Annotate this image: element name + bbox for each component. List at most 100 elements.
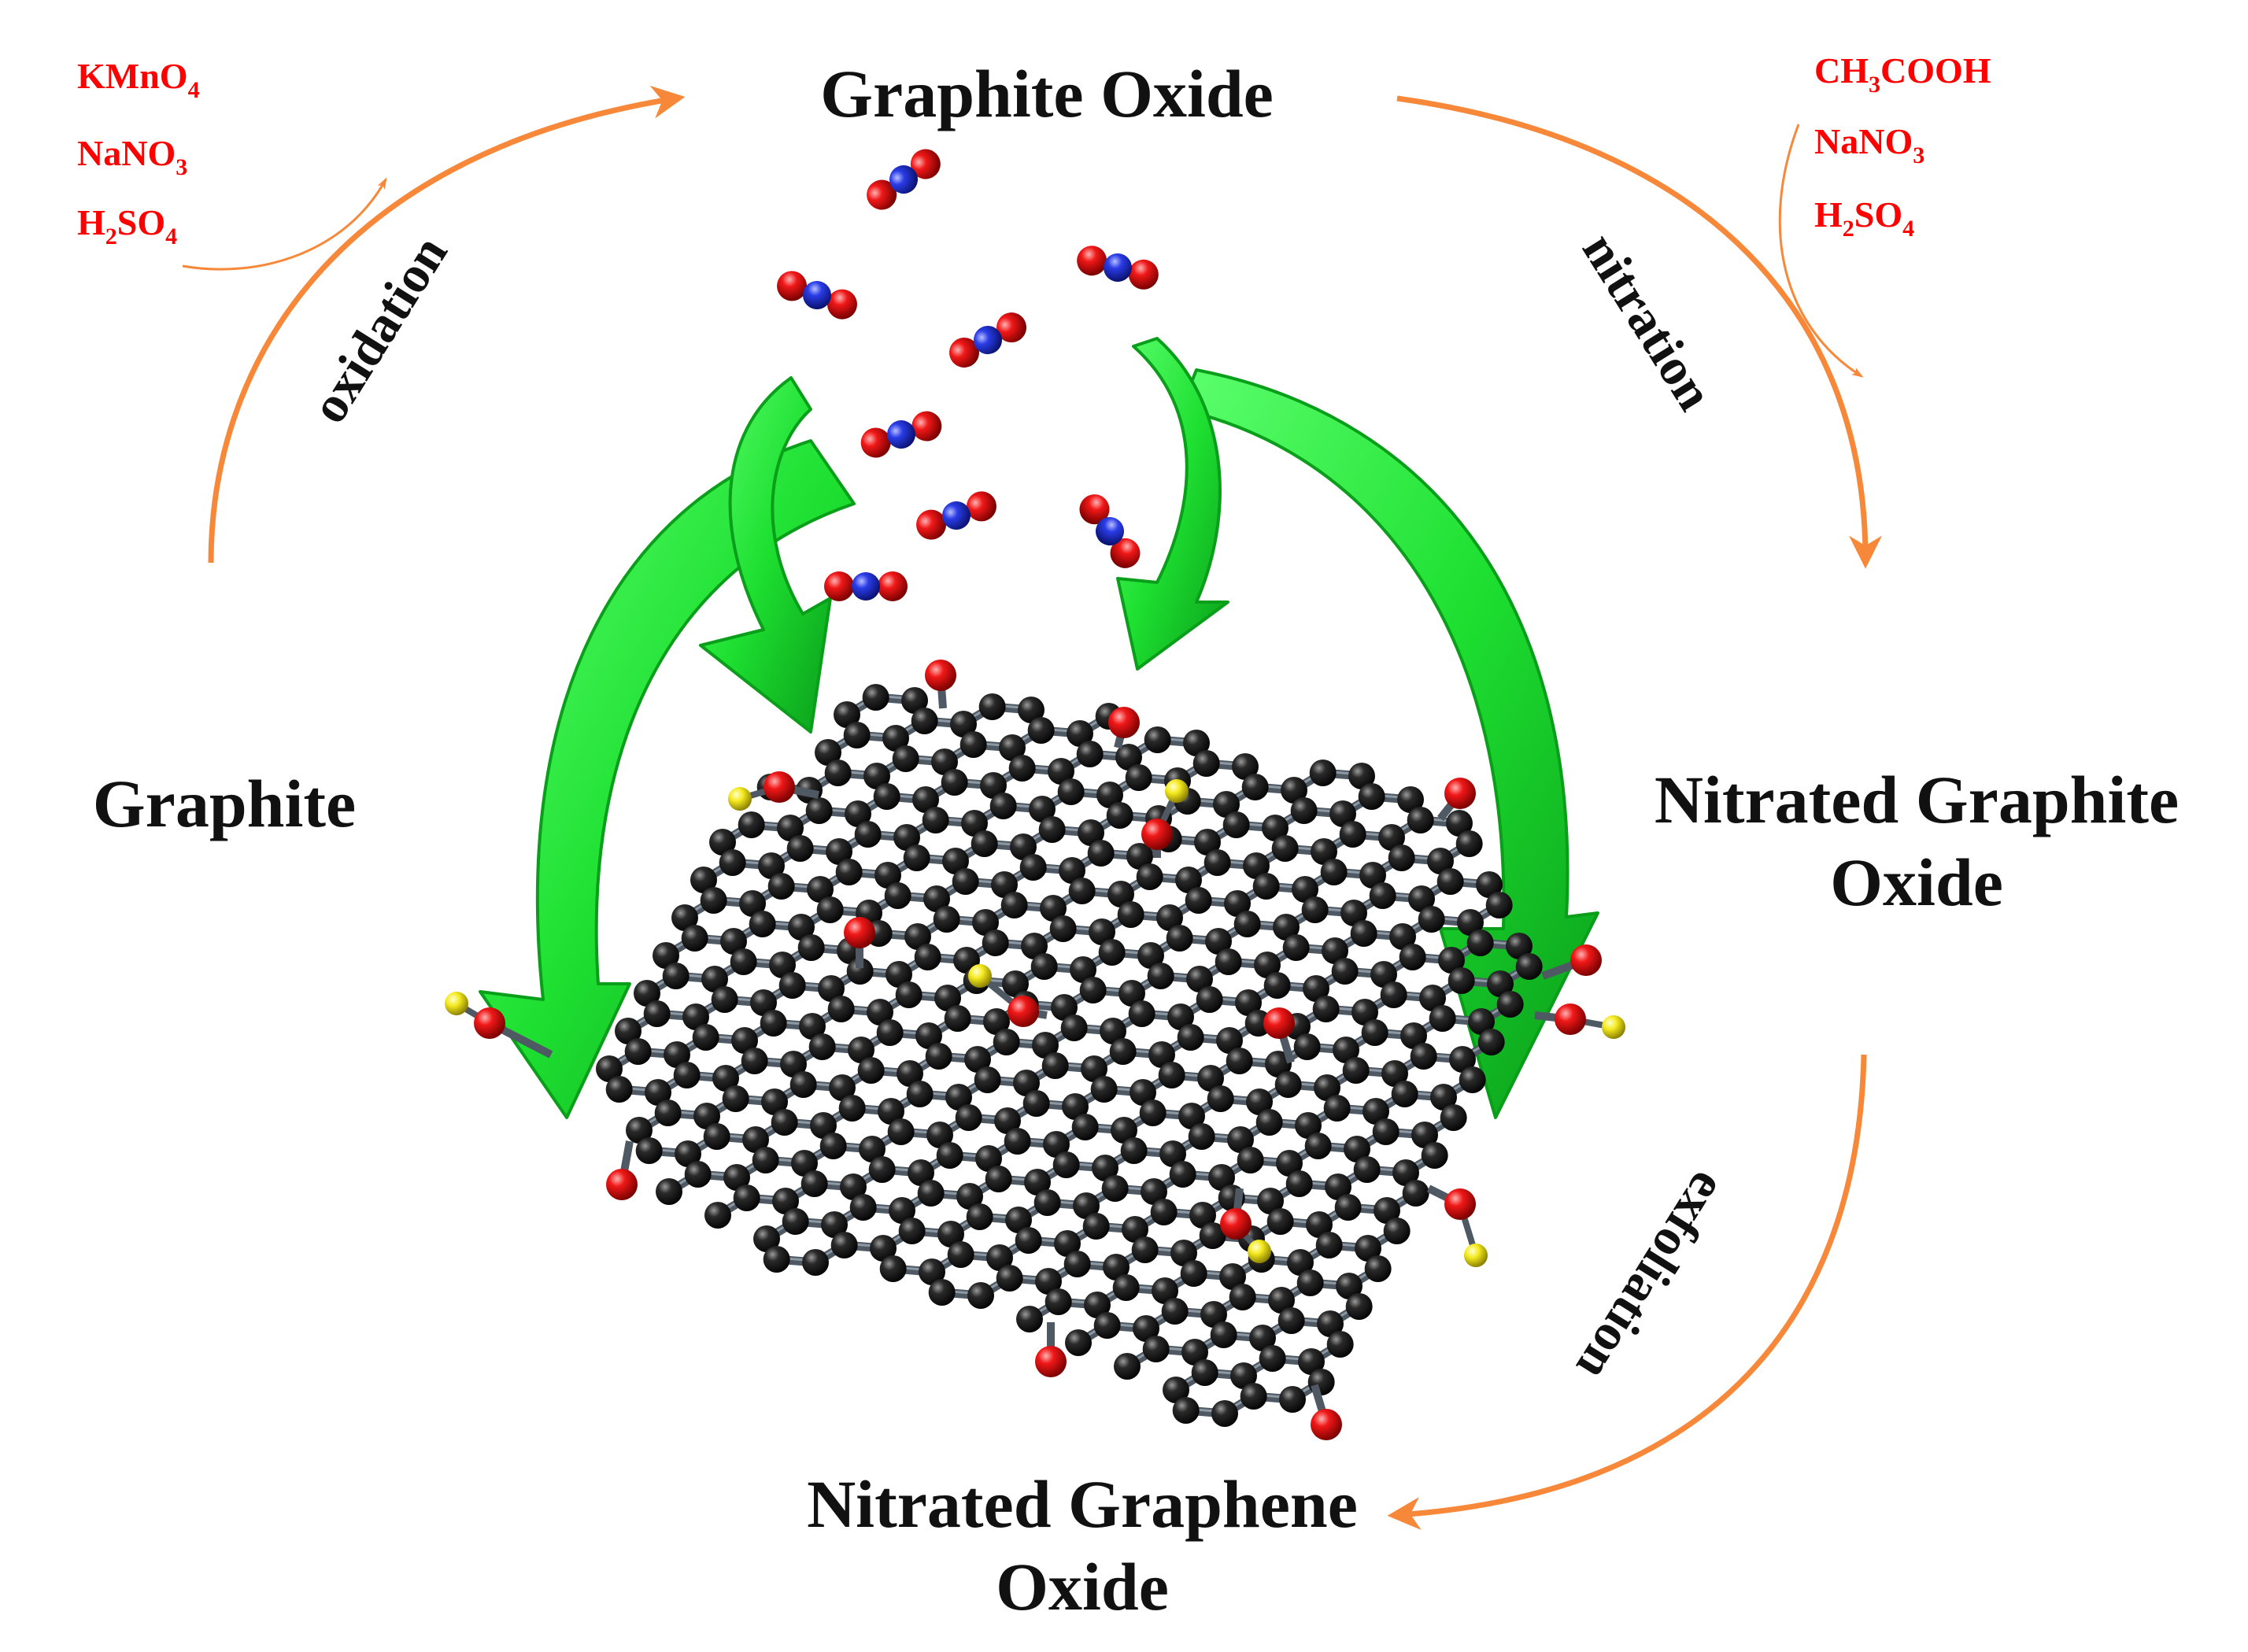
carbon-atom — [1255, 1109, 1283, 1136]
carbon-atom — [971, 830, 998, 857]
carbon-atom — [1207, 1085, 1234, 1112]
carbon-atom — [722, 1085, 749, 1112]
carbon-atom — [1205, 928, 1232, 955]
carbon-atom — [972, 909, 999, 936]
carbon-atom — [1148, 1041, 1175, 1068]
carbon-atom — [999, 734, 1026, 761]
carbon-atom — [1303, 975, 1329, 1002]
exfoliation-label: exfoliation — [1566, 1162, 1738, 1391]
carbon-atom — [912, 786, 939, 813]
carbon-atom — [1307, 1369, 1335, 1395]
carbon-atom — [1306, 1211, 1333, 1238]
oxygen-atom — [1570, 944, 1602, 976]
carbon-atom — [723, 1164, 750, 1191]
nitrogen-atom — [889, 165, 918, 194]
carbon-atom — [654, 1099, 682, 1126]
carbon-atom — [996, 1265, 1023, 1292]
carbon-atom — [1418, 906, 1445, 933]
carbon-atom — [1076, 741, 1104, 767]
carbon-atom — [944, 1005, 971, 1032]
carbon-atom — [800, 1170, 828, 1197]
graphite-label: Graphite — [93, 766, 356, 841]
carbon-atom — [1144, 726, 1171, 753]
carbon-atom — [1048, 758, 1074, 785]
carbon-atom — [1333, 1037, 1359, 1063]
carbon-atom — [1213, 791, 1240, 818]
nitration-reagents: CH3COOH NaNO3 H2SO4 — [1814, 50, 1991, 242]
carbon-atom — [1468, 1008, 1495, 1035]
carbon-atom — [1089, 918, 1115, 945]
carbon-atom — [1070, 956, 1096, 983]
carbon-atom — [791, 1150, 818, 1177]
carbon-atom — [919, 1258, 945, 1285]
hydrogen-atom — [445, 992, 468, 1015]
carbon-atom — [1147, 963, 1174, 989]
carbon-atom — [1183, 730, 1210, 756]
carbon-atom — [1476, 871, 1503, 898]
carbon-atom — [1192, 750, 1220, 777]
carbon-atom — [700, 887, 727, 914]
oxygen-atom — [606, 1169, 638, 1200]
carbon-atom — [730, 948, 757, 975]
carbon-atom — [876, 1019, 904, 1046]
carbon-atom — [719, 849, 746, 876]
carbon-atom — [1090, 1076, 1118, 1103]
carbon-atom — [1071, 1114, 1099, 1140]
oxidation-arrow — [208, 85, 686, 564]
carbon-atom — [664, 1041, 690, 1068]
carbon-atom — [1067, 720, 1093, 747]
carbon-atom — [1311, 838, 1337, 865]
carbon-atom — [682, 1003, 709, 1030]
carbon-atom — [1156, 904, 1183, 931]
carbon-atom — [1152, 1277, 1178, 1304]
carbon-atom — [1515, 953, 1543, 980]
carbon-atom — [1019, 854, 1047, 881]
oxygen-atom — [764, 771, 795, 803]
carbon-atom — [846, 958, 874, 985]
carbon-atom — [1040, 895, 1067, 922]
carbon-atom — [1180, 1260, 1207, 1287]
carbon-atom — [750, 989, 777, 1016]
carbon-atom — [1178, 1103, 1205, 1129]
carbon-atom — [786, 835, 814, 862]
carbon-atom — [1265, 1051, 1292, 1077]
carbon-atom — [772, 1188, 799, 1214]
carbon-atom — [1254, 952, 1281, 978]
nitration-arrow — [1396, 95, 1882, 569]
carbon-atom — [1139, 1099, 1167, 1126]
carbon-atom — [1301, 896, 1329, 923]
oxygen-atom — [474, 1007, 505, 1039]
carbon-atom — [1252, 873, 1280, 900]
carbon-atom — [893, 824, 920, 851]
carbon-atom — [1296, 1269, 1324, 1296]
carbon-atom — [761, 1088, 788, 1115]
carbon-atom — [1477, 1029, 1505, 1055]
carbon-atom — [1359, 862, 1386, 889]
nitrogen-atom — [974, 326, 1002, 354]
carbon-atom — [1211, 1400, 1238, 1427]
carbon-atom — [1277, 1307, 1305, 1334]
oxygen-atom — [925, 660, 956, 691]
nitration-reagent-arrow — [1778, 124, 1864, 378]
reagent-h2so4: H2SO4 — [77, 202, 177, 249]
carbon-atom — [1199, 1222, 1226, 1249]
carbon-atom — [777, 815, 804, 841]
carbon-atom — [1230, 1362, 1257, 1389]
carbon-atom — [1457, 909, 1484, 936]
carbon-atom — [1411, 1122, 1438, 1148]
carbon-atom — [1115, 744, 1142, 771]
carbon-atom — [1348, 763, 1375, 789]
carbon-atom — [1383, 1218, 1411, 1244]
carbon-atom — [769, 952, 796, 978]
nitration-label: nitration — [1571, 224, 1724, 420]
carbon-atom — [950, 711, 977, 737]
carbon-atom — [1137, 942, 1164, 969]
carbon-atom — [1243, 852, 1270, 879]
carbon-atom — [1281, 777, 1307, 804]
carbon-atom — [1271, 835, 1299, 862]
oxygen-atom — [1035, 1346, 1067, 1377]
carbon-atom — [923, 885, 950, 912]
carbon-atom — [1082, 1213, 1110, 1240]
carbon-atom — [1215, 948, 1242, 975]
green-arrow-left-small — [699, 376, 832, 734]
